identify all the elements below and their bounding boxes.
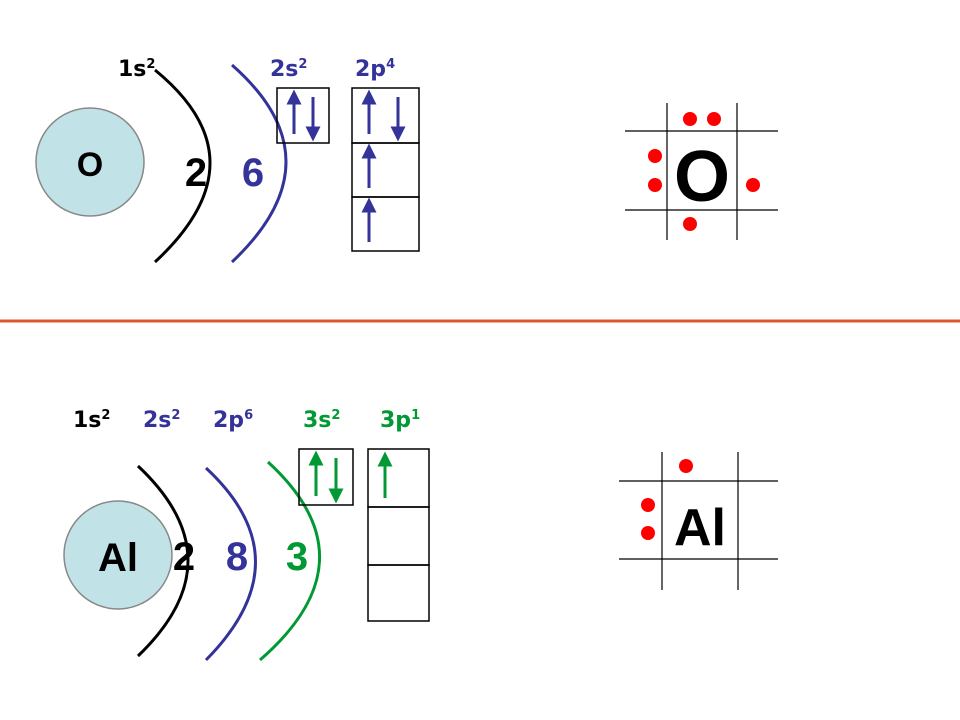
al-valence-electron-dot [641, 498, 655, 512]
aluminium-section: 1s2 2s2 2p6 3s2 3p1 Al 2 8 3 [63, 408, 778, 662]
o-2p-orbital-box-3 [351, 196, 420, 252]
al-3s-orbital-box [298, 448, 354, 506]
o-2p-orbital-box-1 [351, 87, 420, 144]
o-valence-electron-dot [648, 178, 662, 192]
al-shell-3-arc [259, 460, 322, 662]
al-shell-3-count: 3 [286, 535, 308, 579]
o-subshell-1s: 1s2 [118, 57, 155, 82]
al-nucleus-symbol: Al [98, 536, 138, 580]
o-shell-2-count: 6 [242, 151, 264, 195]
al-subshell-2p: 2p6 [213, 408, 253, 433]
al-lewis-structure: Al [619, 452, 778, 590]
al-subshell-3p: 3p1 [380, 408, 420, 433]
al-3p-orbital-box-2 [367, 506, 430, 566]
al-subshell-1s: 1s2 [73, 408, 110, 433]
al-shell-2-arc [204, 466, 257, 662]
o-valence-electron-dot [707, 112, 721, 126]
al-3p-orbital-box-1 [367, 448, 430, 508]
o-shell-2-arc [230, 63, 288, 264]
al-shell-1-arc [136, 464, 190, 658]
o-lewis-symbol: O [674, 137, 730, 217]
o-subshell-2p: 2p4 [355, 57, 395, 82]
o-valence-electron-dot [683, 112, 697, 126]
o-2s-orbital-box [276, 87, 330, 144]
o-valence-electron-dot [648, 149, 662, 163]
al-subshell-3s: 3s2 [303, 408, 340, 433]
al-3p-orbital-box-3 [367, 564, 430, 622]
o-lewis-structure: O [625, 103, 778, 240]
o-2p-orbital-box-2 [351, 142, 420, 198]
al-shell-2-count: 8 [226, 535, 248, 579]
al-subshell-2s: 2s2 [143, 408, 180, 433]
al-shell-1-count: 2 [173, 535, 195, 579]
al-nucleus [63, 500, 173, 610]
o-nucleus-symbol: O [77, 146, 103, 184]
o-shell-1-count: 2 [185, 151, 207, 195]
o-valence-electron-dot [683, 217, 697, 231]
o-valence-electron-dot [746, 178, 760, 192]
al-valence-electron-dot [679, 459, 693, 473]
al-lewis-symbol: Al [674, 499, 726, 557]
oxygen-section: 1s2 2s2 2p4 O 2 6 [35, 57, 778, 264]
o-nucleus [35, 107, 145, 217]
al-valence-electron-dot [641, 526, 655, 540]
o-shell-1-arc [153, 68, 212, 264]
o-subshell-2s: 2s2 [270, 57, 307, 82]
